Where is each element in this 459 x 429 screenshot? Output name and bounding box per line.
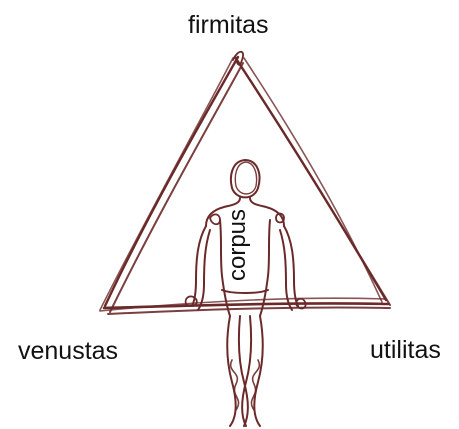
figure-leg-left [227, 316, 248, 426]
triangle-right-stroke-2 [240, 65, 390, 305]
label-firmitas: firmitas [188, 13, 269, 38]
label-corpus: corpus [226, 221, 250, 281]
figure-arm-right [280, 226, 298, 310]
figure-waist [222, 290, 268, 293]
triangle-base-stroke-2 [108, 307, 390, 314]
label-utilitas: utilitas [370, 338, 441, 363]
figure-head-sketch [235, 162, 256, 194]
triangle-left-stroke-3 [100, 58, 233, 310]
human-figure [186, 160, 306, 426]
figure-shoulder-joint-left [210, 214, 220, 224]
figure-leg-right [242, 316, 263, 426]
label-venustas: venustas [18, 339, 118, 364]
triangle-left-stroke-1 [105, 57, 238, 306]
